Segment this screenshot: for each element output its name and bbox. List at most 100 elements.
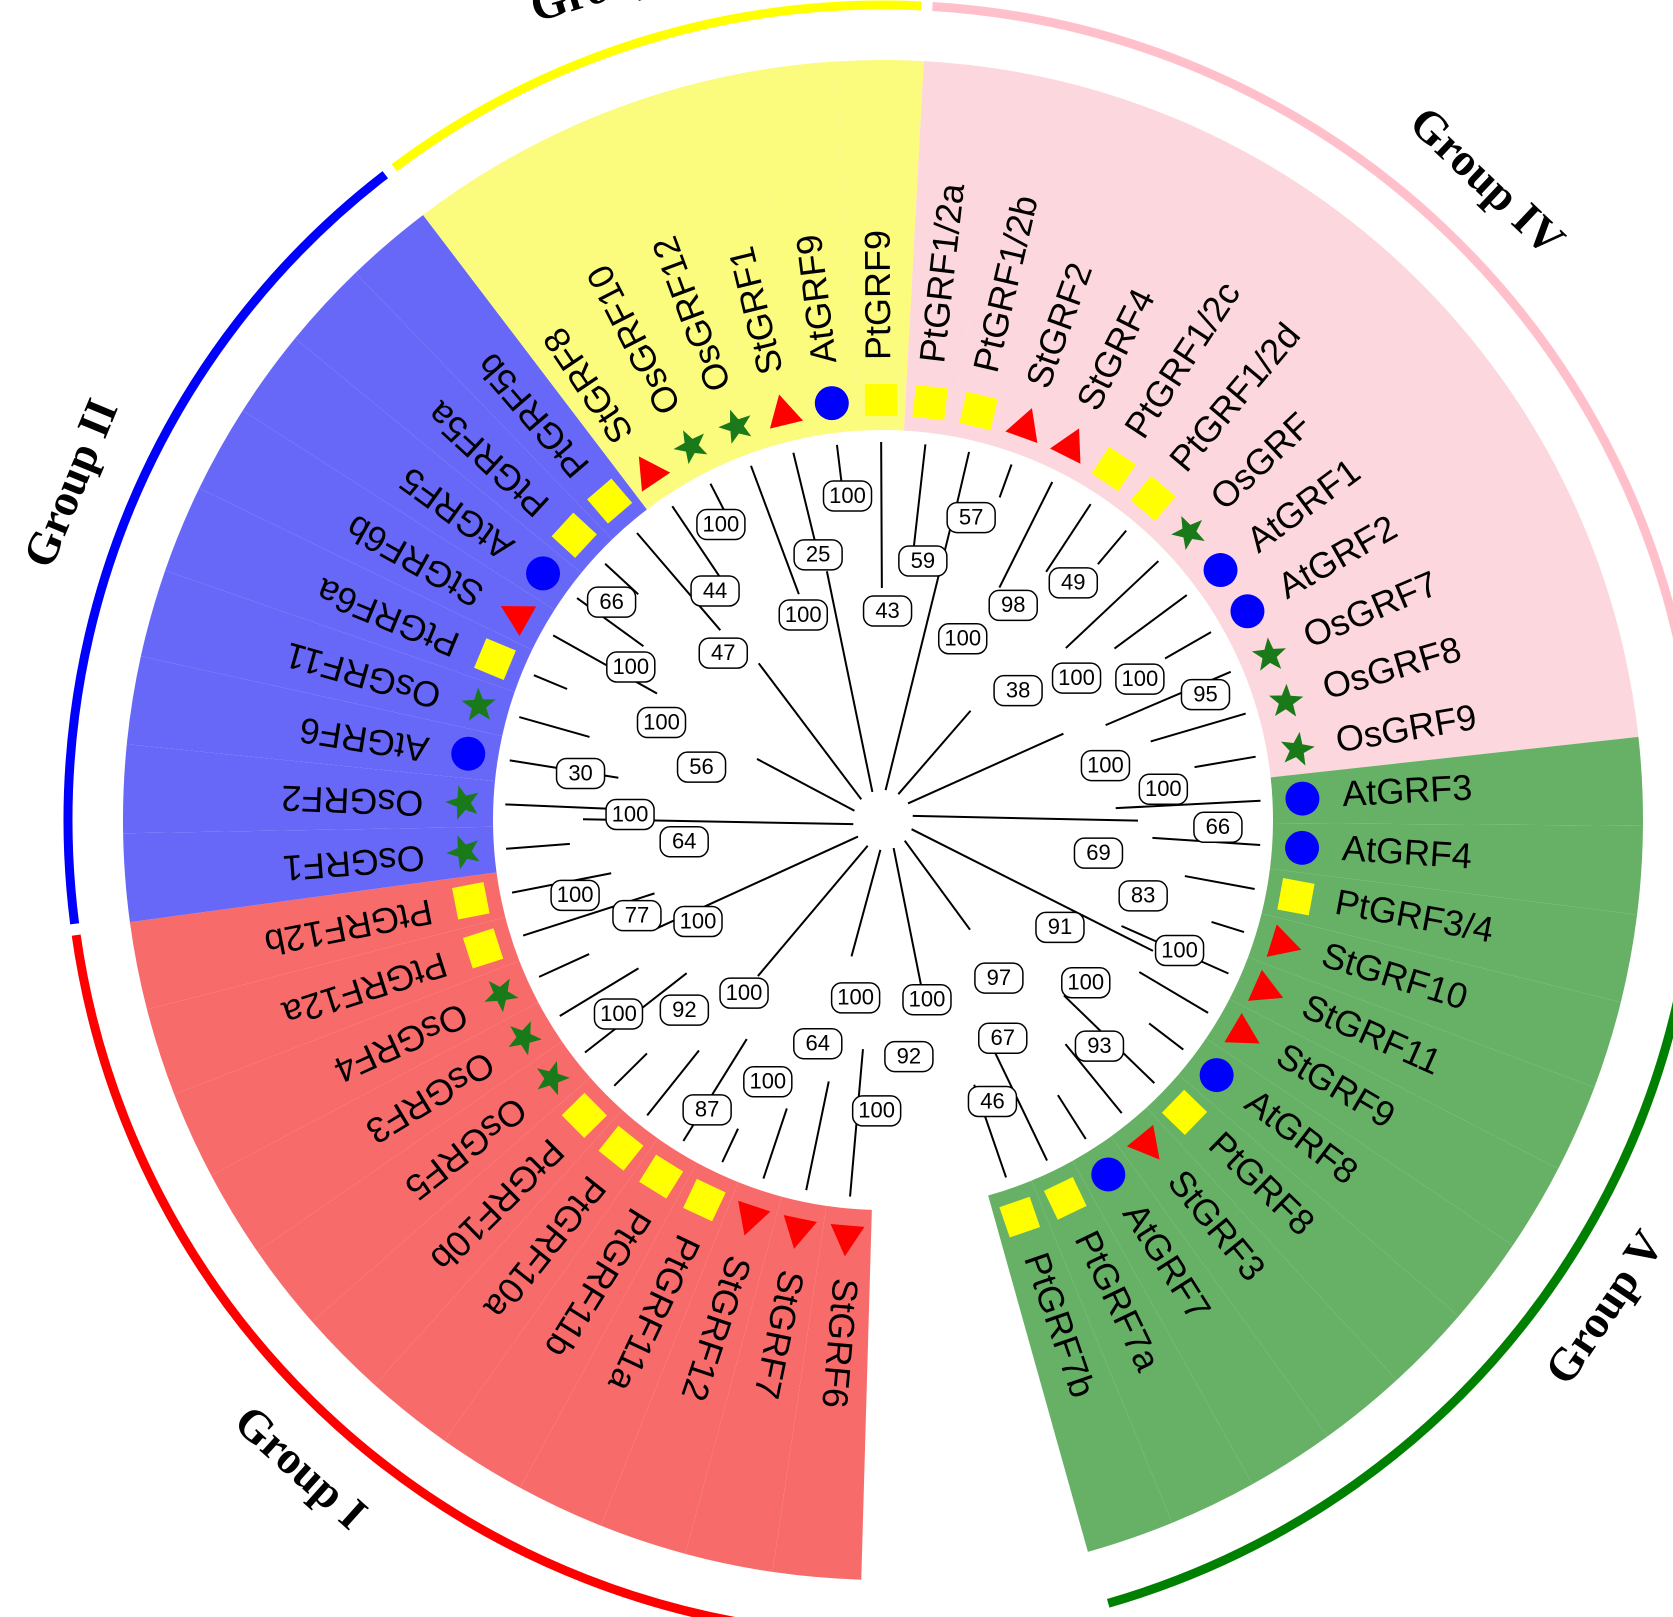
bootstrap-31: 100 [1115, 663, 1165, 695]
bootstrap-4: 100 [719, 977, 769, 1009]
branch-ptgrf7a [987, 1038, 1048, 1161]
group-rings [63, 0, 1673, 1617]
sector-ptgrf12b [129, 872, 506, 1010]
marker-atgrf7 [1091, 1157, 1126, 1192]
branch-osgrf9 [1194, 755, 1256, 769]
bootstrap-value: 100 [680, 908, 717, 933]
bootstrap-3: 87 [682, 1094, 732, 1126]
branch-osgrf1 [506, 842, 570, 850]
leaf-label-atgrf4: AtGRF4 [1341, 827, 1473, 877]
sector-stgrf1 [659, 72, 813, 448]
branch-ptgrf5b [636, 532, 722, 631]
marker-osgrf10 [673, 430, 708, 465]
ring-group-ii [63, 171, 389, 925]
branch-atgrf8 [1148, 1022, 1184, 1051]
bootstrap-value: 95 [1193, 681, 1217, 706]
internal-branch [903, 840, 971, 931]
marker-stgrf4 [1050, 428, 1081, 464]
internal-branch [897, 710, 972, 795]
sector-ptgrf12a [147, 917, 520, 1095]
group-label-v: Group V [1534, 1221, 1673, 1393]
ring-group-iii [391, 0, 922, 172]
bootstrap-28: 49 [1048, 567, 1099, 599]
internal-branch [912, 814, 1139, 822]
sector-atgrf3 [1270, 736, 1643, 826]
bootstrap-47: 100 [851, 1095, 902, 1127]
branch-osgrf8 [1150, 712, 1246, 743]
bootstrap-value: 66 [1206, 814, 1230, 839]
marker-ptgrf12b [452, 881, 490, 920]
bootstrap-17: 47 [698, 637, 749, 669]
marker-osgrf9 [1280, 731, 1315, 766]
marker-ptgrf3-4 [1277, 878, 1315, 916]
marker-osgrf2 [445, 785, 479, 820]
sector-ptgrf9 [834, 59, 924, 431]
marker-osgrf11 [461, 687, 496, 721]
marker-ptgrf1-2c [1091, 446, 1136, 492]
bootstrap-13: 56 [676, 751, 727, 783]
group-label-iv: Group IV [1400, 96, 1575, 265]
bootstrap-value: 92 [672, 997, 696, 1022]
sector-stgrf10 [1248, 913, 1621, 1088]
branch-stgrf8 [671, 505, 724, 583]
marker-osgrf12 [718, 409, 752, 444]
marker-osgrf1 [446, 835, 480, 870]
bootstrap-46: 92 [884, 1040, 934, 1073]
bootstrap-value: 100 [1067, 970, 1104, 995]
ring-group-v [1106, 1000, 1673, 1608]
marker-stgrf12 [738, 1200, 771, 1236]
bootstrap-27: 98 [988, 589, 1038, 622]
marker-stgrf9 [1224, 1013, 1260, 1044]
branch-ptgrf6a [533, 674, 568, 690]
bootstrap-8: 77 [612, 899, 662, 932]
bootstrap-38: 100 [1154, 934, 1205, 967]
marker-ptgrf1-2b [959, 391, 998, 431]
branch-ptgrf3-4 [1184, 875, 1255, 890]
sector-stgrf8 [423, 165, 685, 510]
branch-atgrf2 [1164, 631, 1212, 660]
sector-osgrf9 [1263, 649, 1639, 778]
branch-stgrf1 [792, 452, 819, 551]
bootstrap-value: 100 [1058, 665, 1095, 690]
sector-osgrf10 [497, 124, 726, 485]
bootstrap-value: 100 [858, 1098, 895, 1123]
bootstrap-value: 98 [1001, 592, 1025, 617]
marker-stgrf6b [500, 606, 537, 637]
bootstrap-value: 67 [991, 1025, 1015, 1050]
branch-stgrf3 [1064, 1043, 1123, 1114]
marker-osgrf8 [1269, 683, 1304, 717]
marker-atgrf1 [1203, 553, 1238, 588]
sector-atgrf9 [746, 61, 859, 437]
bootstrap-value: 100 [785, 602, 822, 627]
bootstrap-value: 56 [689, 754, 713, 779]
marker-atgrf5 [526, 556, 561, 591]
bootstrap-11: 100 [605, 798, 655, 831]
bootstrap-value: 49 [1061, 570, 1085, 595]
marker-ptgrf11b [639, 1154, 684, 1199]
bootstrap-value: 100 [1122, 666, 1159, 691]
branch-ptgrf11a [721, 1128, 739, 1163]
sector-atgrf6 [126, 656, 503, 782]
bootstrap-value: 100 [829, 483, 866, 508]
sector-stgrf2 [993, 91, 1183, 462]
marker-ptgrf6a [474, 638, 516, 681]
bootstrap-value: 30 [568, 760, 592, 785]
sector-osgrf8 [1250, 563, 1624, 733]
internal-branch [757, 662, 863, 800]
sector-ptgrf7a [1031, 1160, 1253, 1523]
bootstrap-0: 100 [830, 982, 881, 1014]
bootstrap-value: 87 [695, 1097, 719, 1122]
sector-osgrf4 [174, 960, 539, 1176]
sector-ptgrf11b [444, 1138, 697, 1488]
bootstrap-value: 91 [1048, 914, 1072, 939]
species-markers [445, 383, 1320, 1257]
bootstrap-25: 57 [946, 501, 996, 534]
group-sectors [123, 59, 1643, 1580]
branch-osgrf [1065, 560, 1160, 649]
bootstrap-value: 93 [1087, 1033, 1111, 1058]
marker-osgrf4 [484, 978, 519, 1013]
sector-stgrf12 [600, 1182, 782, 1554]
marker-osgrf3 [508, 1021, 542, 1056]
bootstrap-value: 100 [944, 626, 981, 651]
